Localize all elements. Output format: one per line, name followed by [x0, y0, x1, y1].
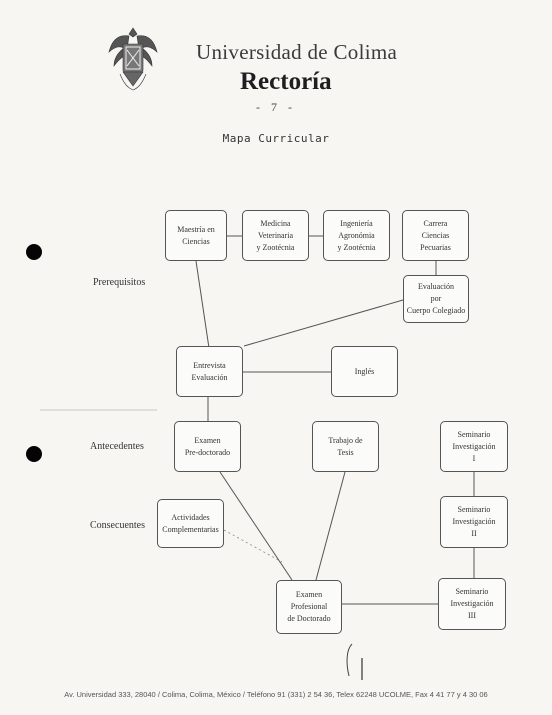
node-examen-profesional-doctorado: Examen Profesional de Doctorado [276, 580, 342, 634]
footer-address: Av. Universidad 333, 28040 / Colima, Col… [64, 690, 488, 699]
node-text: Pecuarias [420, 242, 451, 252]
node-carrera-ciencias-pecuarias: Carrera Ciencias Pecuarias [402, 210, 469, 261]
node-ingenieria-agronomia: Ingeniería Agronómia y Zootécnia [323, 210, 390, 261]
node-text: Ingeniería [340, 218, 373, 228]
node-text: Seminario [455, 587, 489, 596]
section-label-antecedents: Antecedentes [90, 441, 144, 452]
node-text: Investigación [452, 517, 496, 526]
section-label-prerequisites: Prerequisitos [93, 277, 146, 288]
university-name: Universidad de Colima [196, 40, 398, 64]
node-text: Seminario [457, 505, 491, 514]
node-text: y Zootécnia [337, 242, 376, 252]
node-text: Actividades [171, 512, 210, 522]
node-maestria-ciencias: Maestría en Ciencias [165, 210, 227, 261]
page-number: - 7 - [256, 100, 296, 114]
hole-punch-bottom [26, 446, 42, 462]
node-text: Seminario [457, 429, 491, 439]
node-medicina-veterinaria: Medicina Veterinaria y Zootécnia [242, 210, 309, 261]
handwritten-mark-icon [346, 643, 363, 680]
document-title: Mapa Curricular [222, 132, 330, 145]
node-text: Tesis [337, 447, 354, 457]
node-text: Investigación [450, 599, 494, 608]
node-text: Ciencias [182, 236, 210, 246]
node-text: Inglés [354, 366, 375, 376]
node-text: Carrera [423, 218, 448, 228]
node-examen-predoctorado: Examen Pre-doctorado [174, 421, 241, 472]
university-crest-icon [108, 27, 158, 91]
node-text: Complementarias [162, 524, 219, 534]
node-ingles: Inglés [331, 346, 398, 397]
node-text: Medicina [260, 218, 291, 228]
node-text: Pre-doctorado [184, 447, 231, 457]
node-text: Cuerpo Colegiado [406, 306, 466, 315]
node-text: Investigación [452, 441, 496, 451]
node-text: por [430, 294, 442, 303]
node-text: Examen [295, 590, 323, 599]
node-actividades-complementarias: Actividades Complementarias [157, 499, 224, 548]
node-entrevista-evaluacion: Entrevista Evaluación [176, 346, 243, 397]
node-text: Profesional [290, 602, 328, 611]
node-evaluacion-cuerpo-colegiado: Evaluación por Cuerpo Colegiado [403, 275, 469, 323]
node-text: de Doctorado [287, 614, 331, 623]
node-text: Ciencias [421, 230, 450, 240]
section-label-consequents: Consecuentes [90, 520, 145, 531]
node-text: II [471, 529, 477, 538]
node-text: Veterinaria [257, 230, 294, 240]
node-text: y Zootécnia [256, 242, 295, 252]
node-seminario-investigacion-3: Seminario Investigación III [438, 578, 506, 630]
node-text: Trabajo de [328, 435, 363, 445]
node-text: III [468, 611, 476, 620]
node-seminario-investigacion-2: Seminario Investigación II [440, 496, 508, 548]
office-name: Rectoría [240, 68, 332, 95]
node-text: I [472, 453, 476, 463]
node-text: Evaluación [418, 282, 454, 291]
node-text: Maestría en [177, 224, 215, 234]
hole-punch-top [26, 244, 42, 260]
node-text: Evaluación [191, 372, 228, 382]
node-seminario-investigacion-1: Seminario Investigación I [440, 421, 508, 472]
node-text: Agronómia [338, 230, 375, 240]
node-trabajo-tesis: Trabajo de Tesis [312, 421, 379, 472]
node-text: Examen [194, 435, 221, 445]
node-text: Entrevista [193, 360, 226, 370]
